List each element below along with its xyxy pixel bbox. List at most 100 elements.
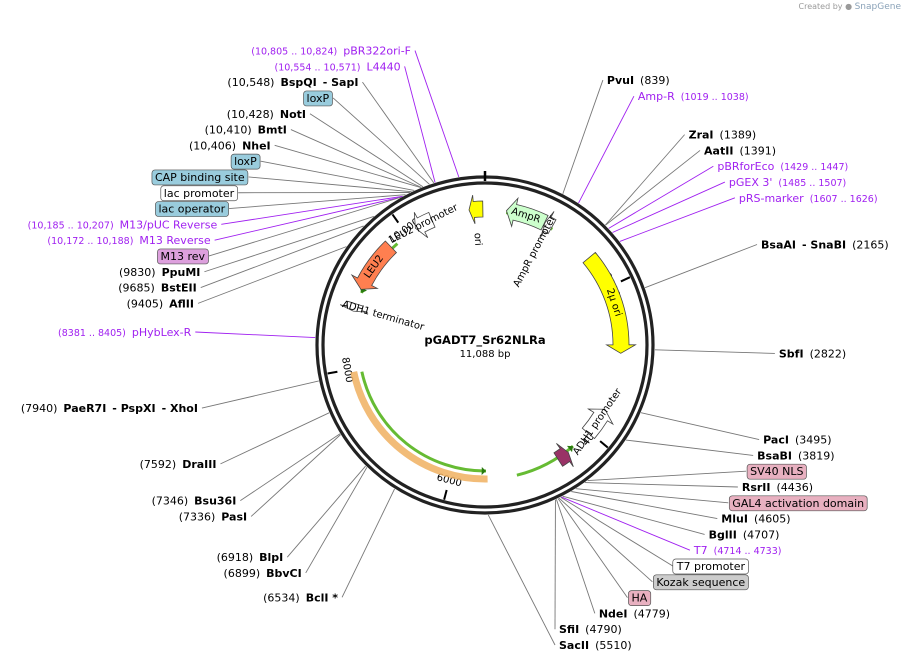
label-part-blpi-1: BlpI — [259, 551, 283, 564]
label-part-aflii-0: (9405) — [127, 297, 164, 310]
label-part-bsteii-0: (9685) — [118, 282, 155, 295]
label-pgex-3: pGEX 3'(1485 .. 1507) — [729, 176, 846, 189]
label-text-phyblex-r: (8381 .. 8405)pHybLex-R — [58, 326, 192, 339]
label-text-m13-rev: M13 rev — [160, 250, 205, 263]
label-text-sv40-nls: SV40 NLS — [750, 465, 803, 478]
leader-paci — [640, 412, 760, 441]
label-part-rsrii-0: RsrII — [742, 481, 771, 494]
label-phyblex-r: (8381 .. 8405)pHybLex-R — [58, 326, 192, 339]
label-part-m13-reverse-1: M13 Reverse — [139, 234, 210, 247]
label-kozak-sequence: Kozak sequence — [653, 574, 749, 591]
label-text-aatii: AatII(1391) — [704, 144, 776, 157]
label-text-cap-binding-site: CAP binding site — [155, 171, 245, 184]
leader-amp-r — [578, 95, 635, 204]
label-t7-promoter: T7 promoter — [672, 558, 749, 575]
plasmid-backbone — [315, 171, 655, 515]
label-text-mlui: MluI(4605) — [721, 513, 790, 526]
leader-phyblex-r — [195, 331, 316, 339]
label-part-m13-puc-reverse-0: (10,185 .. 10,207) — [28, 220, 114, 231]
tick-2000 — [620, 276, 631, 283]
label-sacii: SacII(5510) — [559, 639, 632, 652]
leader-bsteii — [200, 225, 364, 288]
label-text-ha: HA — [631, 592, 647, 605]
label-m13-puc-reverse: (10,185 .. 10,207)M13/pUC Reverse — [28, 218, 218, 231]
feature-ampr-promoter — [540, 211, 557, 238]
leader-ha — [557, 498, 628, 598]
label-part-bbvci-0: (6899) — [224, 567, 261, 580]
label-part-sfii-1: (4790) — [585, 623, 622, 636]
label-sbfi: SbfI(2822) — [779, 347, 846, 360]
leader-bmti — [290, 129, 422, 188]
label-part-sv40-nls-0: SV40 NLS — [750, 465, 803, 478]
label-part-bsu36i-1: Bsu36I — [194, 495, 236, 508]
label-bspqi-sapi: (10,548)BspQI- SapI — [227, 76, 358, 89]
label-part-ppumi-0: (9830) — [119, 266, 156, 279]
leader-bglii — [562, 495, 705, 535]
leader-pbrforeco — [608, 165, 714, 229]
label-text-bsaai-snabi: BsaAI- SnaBI(2165) — [761, 239, 889, 252]
label-rsrii: RsrII(4436) — [742, 481, 813, 494]
leader-kozak-sequence — [558, 497, 653, 583]
label-loxp-1: loxP — [303, 90, 333, 107]
leader-aflii — [197, 246, 347, 304]
leader-bcli — [341, 488, 395, 598]
orf-arc-3 — [360, 371, 487, 473]
label-sv40-nls: SV40 NLS — [746, 463, 807, 480]
label-text-noti: (10,428)NotI — [227, 108, 306, 121]
leader-zrai — [605, 134, 685, 226]
label-text-t7-promoter: T7 promoter — [676, 560, 746, 573]
label-noti: (10,428)NotI — [227, 108, 306, 121]
label-text-pbr322ori-f: (10,805 .. 10,824)pBR322ori-F — [251, 45, 411, 58]
feature-ori — [468, 195, 484, 224]
label-text-pbrforeco: pBRforEco(1429 .. 1447) — [717, 160, 848, 173]
label-part-amp-r-0: Amp-R — [638, 90, 675, 103]
label-nhei: (10,406)NheI — [189, 139, 271, 152]
label-t7: T7(4714 .. 4733) — [693, 544, 782, 557]
site-labels: PvuI(839)Amp-R(1019 .. 1038)ZraI(1389)Aa… — [21, 45, 889, 652]
label-box-loxp-2 — [230, 153, 261, 170]
label-text-m13-reverse: (10,172 .. 10,188)M13 Reverse — [47, 234, 210, 247]
created-by-text: Created by — [798, 2, 843, 11]
label-mlui: MluI(4605) — [721, 513, 790, 526]
label-part-pasi-1: PasI — [221, 510, 247, 523]
label-pbr322ori-f: (10,805 .. 10,824)pBR322ori-F — [251, 45, 411, 58]
orf-band-2 — [350, 371, 488, 483]
label-part-bcli-1: BclI * — [306, 591, 339, 604]
leader-m13-rev — [208, 196, 402, 257]
label-part-cap-binding-site-0: CAP binding site — [155, 171, 245, 184]
label-part-paer7i-pspxi-xhoi-1: PaeR7I — [63, 402, 106, 415]
label-part-zrai-0: ZraI — [689, 129, 714, 142]
label-part-pbrforeco-1: (1429 .. 1447) — [780, 162, 848, 173]
label-part-sacii-1: (5510) — [595, 639, 632, 652]
label-part-bbvci-1: BbvCI — [266, 567, 302, 580]
label-aflii: (9405)AflII — [127, 297, 194, 310]
label-part-amp-r-1: (1019 .. 1038) — [681, 92, 749, 103]
snapgene-brand: SnapGene — [854, 2, 901, 12]
tick-label-8000: 8000 — [339, 357, 354, 384]
label-text-nhei: (10,406)NheI — [189, 139, 271, 152]
label-m13-rev: M13 rev — [157, 248, 209, 265]
leader-t7-promoter — [560, 496, 674, 567]
label-text-prs-marker: pRS-marker(1607 .. 1626) — [739, 192, 878, 205]
label-text-loxp-2: loxP — [234, 155, 257, 168]
label-part-bsaai-snabi-0: BsaAI — [761, 239, 796, 252]
label-part-lac-promoter-0: lac promoter — [164, 187, 235, 200]
label-text-lac-promoter: lac promoter — [164, 187, 235, 200]
label-part-bglii-1: (4707) — [743, 528, 780, 541]
label-l4440: (10,554 .. 10,571)L4440 — [275, 60, 401, 73]
label-part-aatii-0: AatII — [704, 144, 733, 157]
leader-sacii — [487, 514, 556, 646]
leader-paer7i-pspxi-xhoi — [201, 380, 319, 409]
label-part-kozak-sequence-0: Kozak sequence — [656, 576, 745, 589]
leader-pbr322ori-f — [414, 50, 460, 178]
label-bsu36i: (7346)Bsu36I — [152, 495, 237, 508]
label-box-m13-rev — [157, 248, 209, 265]
leader-ndei — [555, 499, 596, 614]
label-text-bsteii: (9685)BstEII — [118, 282, 196, 295]
leader-bsu36i — [240, 433, 341, 502]
label-blpi: (6918)BlpI — [217, 551, 284, 564]
label-part-sbfi-0: SbfI — [779, 347, 804, 360]
plasmid-name: pGADT7_Sr62NLRa — [424, 333, 545, 348]
label-gal4-activation-domain: GAL4 activation domain — [728, 495, 868, 512]
label-part-pvui-0: PvuI — [607, 74, 634, 87]
